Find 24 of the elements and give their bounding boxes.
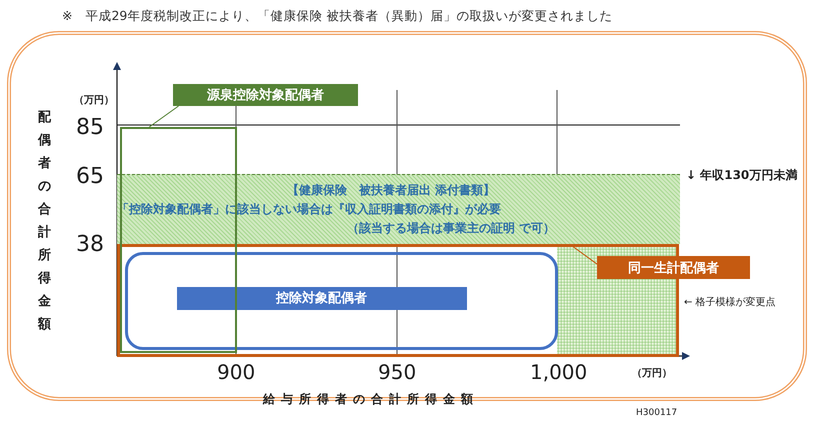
- unit-label: （万円）: [632, 367, 672, 380]
- range-box: [117, 244, 679, 357]
- tag-label: 源泉控除対象配偶者: [173, 84, 358, 106]
- note-text: ← 格子模様が変更点: [684, 296, 776, 309]
- unit-label: （万円）: [74, 94, 114, 107]
- axis-tick-label: 950: [378, 360, 416, 384]
- axis-tick-label: 85: [76, 115, 104, 140]
- range-box: [120, 127, 237, 353]
- note-text: （該当する場合は事業主の証明 で可）: [346, 220, 556, 237]
- axis-tick-label: 1,000: [530, 360, 588, 384]
- source-note: H300117: [636, 408, 678, 418]
- axis-title: 配偶者の合計所得金額: [38, 109, 52, 334]
- axis-title: 給与所得者の合計所得金額: [263, 391, 479, 408]
- axis-tick-label: 900: [217, 360, 256, 384]
- leader-line: [148, 106, 180, 128]
- note-text: ↓ 年収130万円未満: [686, 167, 798, 184]
- tag-label: 控除対象配偶者: [176, 286, 466, 310]
- range-box: [124, 252, 558, 350]
- tag-label: 同一生計配偶者: [597, 256, 750, 279]
- title: ※ 平成29年度税制改正により、「健康保険 被扶養者（異動）届」の取扱いが変更されました: [62, 8, 612, 25]
- axis-tick-label: 65: [76, 164, 104, 189]
- axis-tick-label: 38: [76, 232, 104, 257]
- note-text: 【健康保険 被扶養者届出 添付書類】: [286, 182, 496, 199]
- hatched-band: [117, 174, 680, 244]
